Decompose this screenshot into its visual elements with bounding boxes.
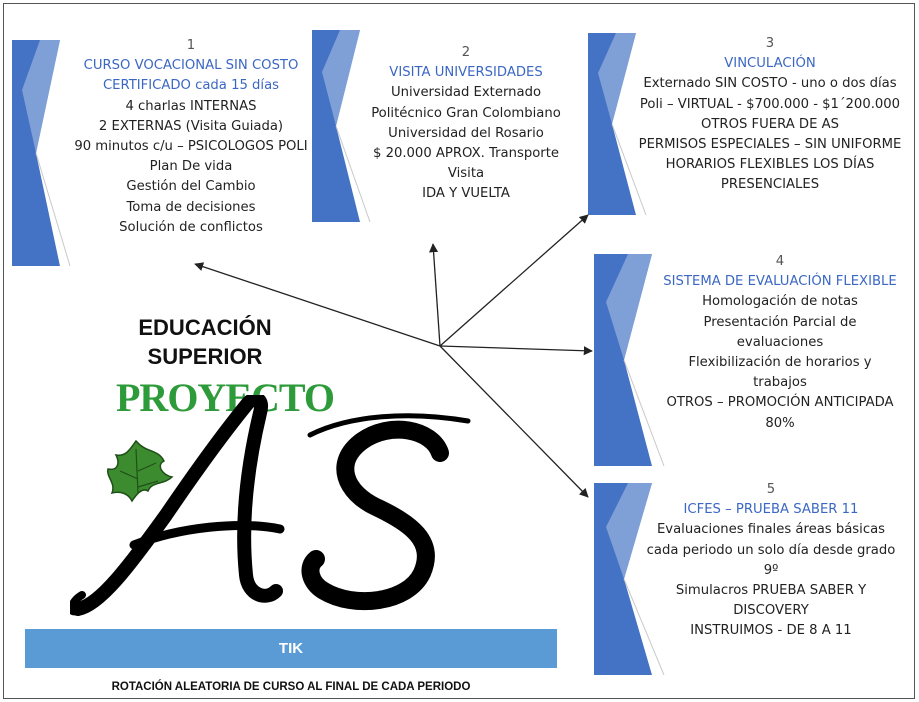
card-3-item: Externado SIN COSTO - uno o dos días [643, 76, 897, 92]
card-2-number: 2 [461, 45, 471, 60]
card-1-text: 1 CURSO VOCACIONAL SIN COSTO CERTIFICADO… [66, 36, 316, 238]
diagram-frame [3, 3, 915, 699]
card-2-heading-line: VISITA UNIVERSIDADES [389, 65, 543, 81]
card-3-number: 3 [765, 36, 775, 51]
card-5-item: cada periodo un solo día desde grado [646, 542, 896, 558]
card-3-ribbon [588, 33, 647, 215]
card-4-item: OTROS – PROMOCIÓN ANTICIPADA [666, 395, 894, 411]
card-5-item: INSTRUIMOS - DE 8 A 11 [690, 623, 852, 639]
card-5-ribbon [594, 483, 665, 675]
card-1-heading-line: CURSO VOCACIONAL SIN COSTO [83, 58, 299, 74]
card-1-item: 4 charlas INTERNAS [125, 98, 257, 114]
card-3-item: PRESENCIALES [720, 177, 820, 193]
card-1-item: Plan De vida [149, 159, 233, 175]
card-3-item: PERMISOS ESPECIALES – SIN UNIFORME [638, 137, 902, 153]
card-5-number: 5 [766, 482, 776, 497]
card-5-heading-line: ICFES – PRUEBA SABER 11 [683, 502, 859, 518]
card-1-item: 90 minutos c/u – PSICOLOGOS POLI [74, 139, 308, 155]
card-4-item: trabajos [753, 375, 807, 391]
card-2-item: Universidad del Rosario [388, 125, 544, 141]
arrow-to-card-1 [194, 262, 441, 347]
card-5-item: 9º [763, 562, 779, 578]
as-logo [70, 395, 471, 616]
card-1-number: 1 [186, 38, 196, 53]
card-1-heading-line: CERTIFICADO cada 15 días [102, 78, 280, 94]
main-title-line1: EDUCACIÓN [138, 315, 272, 340]
card-5-item: DISCOVERY [733, 603, 809, 619]
card-1-item: Solución de conflictos [119, 219, 263, 235]
arrow-to-card-5 [439, 345, 589, 498]
tik-bar: TIK [25, 629, 557, 668]
card-2-text: 2 VISITA UNIVERSIDADES Universidad Exter… [356, 43, 576, 205]
card-4-item: Homologación de notas [702, 294, 858, 310]
card-4-item: Flexibilización de horarios y [688, 355, 872, 371]
card-3-item: HORARIOS FLEXIBLES LOS DÍAS [665, 157, 875, 173]
card-1-item: Toma de decisiones [126, 199, 256, 215]
arrow-to-card-4 [439, 345, 593, 356]
card-1-item: Gestión del Cambio [126, 179, 256, 195]
brand-proyecto: PROYECTO [116, 375, 335, 420]
arrow-to-card-3 [439, 214, 589, 347]
leaf-icon [107, 439, 174, 503]
card-4-ribbon [594, 254, 665, 466]
card-4-text: 4 SISTEMA DE EVALUACIÓN FLEXIBLE Homolog… [654, 252, 906, 434]
card-3-item: OTROS FUERA DE AS [700, 116, 840, 132]
card-5-item: Evaluaciones finales áreas básicas [656, 522, 886, 538]
card-4-item: 80% [765, 415, 795, 431]
card-1-item: 2 EXTERNAS (Visita Guiada) [98, 118, 284, 134]
card-4-number: 4 [775, 254, 785, 269]
card-4-heading-line: SISTEMA DE EVALUACIÓN FLEXIBLE [663, 274, 897, 290]
card-2-item: IDA Y VUELTA [422, 186, 510, 202]
card-4-item: Presentación Parcial de [703, 314, 857, 330]
card-2-item: Universidad Externado [390, 85, 542, 101]
card-2-item: Visita [447, 166, 485, 182]
card-3-item: Poli – VIRTUAL - $700.000 - $1´200.000 [639, 96, 901, 112]
card-2-item: Politécnico Gran Colombiano [371, 105, 561, 121]
card-2-ribbon [312, 30, 371, 222]
card-5-text: 5 ICFES – PRUEBA SABER 11 Evaluaciones f… [640, 480, 902, 642]
card-5-item: Simulacros PRUEBA SABER Y [675, 583, 867, 599]
card-3-text: 3 VINCULACIÓN Externado SIN COSTO - uno … [634, 34, 906, 196]
card-3-heading-line: VINCULACIÓN [724, 56, 816, 72]
footer-note: ROTACIÓN ALEATORIA DE CURSO AL FINAL DE … [111, 681, 471, 693]
card-4-item: evaluaciones [736, 334, 824, 350]
main-title: EDUCACIÓN SUPERIOR [70, 313, 340, 371]
card-2-item: $ 20.000 APROX. Transporte [372, 146, 559, 162]
main-title-line2: SUPERIOR [147, 344, 263, 369]
card-1-ribbon [12, 40, 74, 266]
arrow-to-card-2 [429, 243, 441, 347]
